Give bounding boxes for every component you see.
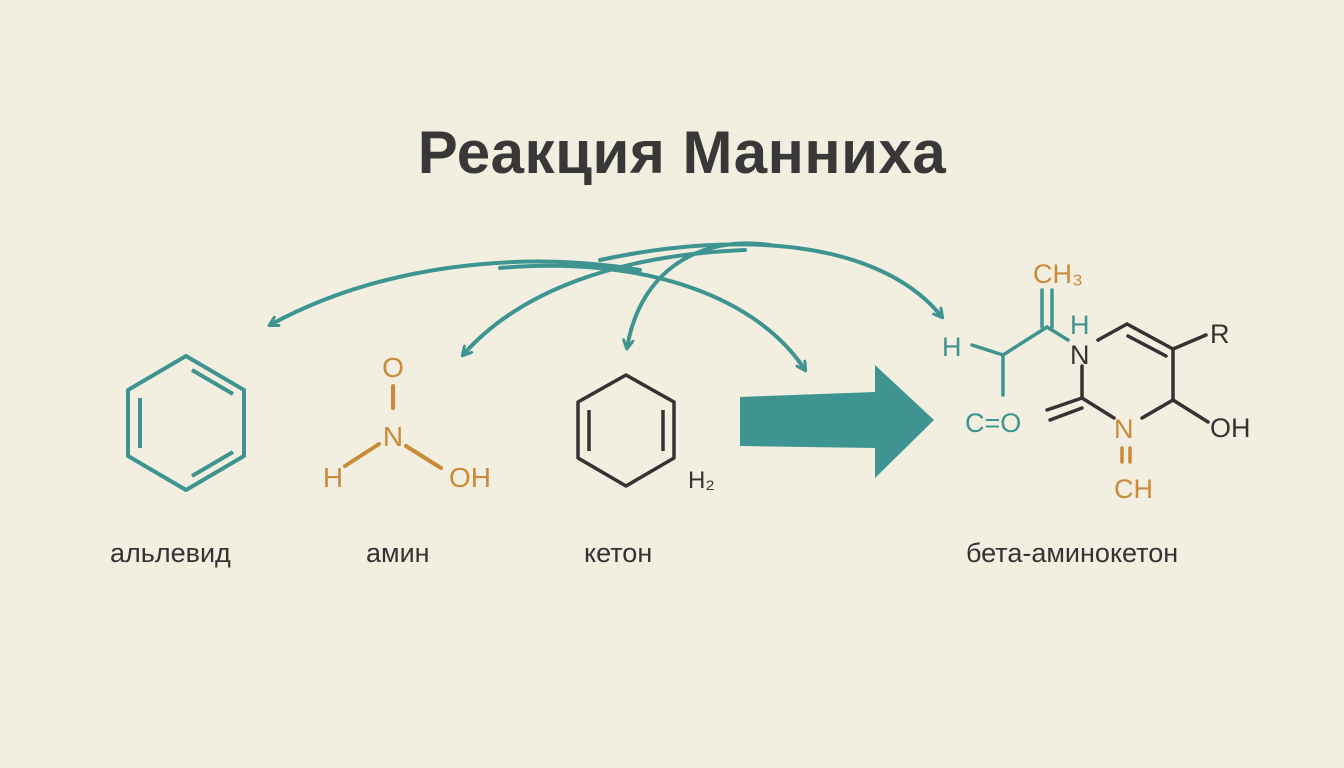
product-h-on-n-label: H	[1070, 310, 1090, 340]
product-label: бета-аминокетон	[966, 538, 1179, 568]
product-n-top-label: N	[1070, 340, 1090, 370]
amine-nitrogen-label: N	[383, 421, 403, 452]
product-h-label: H	[942, 332, 962, 362]
product-ch-label: CH	[1114, 474, 1153, 504]
curved-arrows	[270, 241, 942, 370]
ketone-label: кетон	[584, 538, 653, 568]
amine-oxygen-label: O	[382, 352, 404, 383]
product-ch3-label: CH₃	[1033, 259, 1083, 289]
product-n-mid-label: N	[1114, 414, 1134, 444]
benzene-ring-structure	[126, 354, 246, 492]
product-oh-label: OH	[1210, 413, 1251, 443]
ketone-h2-label: H₂	[688, 467, 715, 494]
product-r-label: R	[1210, 319, 1230, 349]
aldehyde-label: альлевид	[110, 538, 231, 568]
amine-structure: O N H OH	[323, 352, 491, 493]
amine-hydroxyl-label: OH	[449, 462, 491, 493]
reaction-arrow	[740, 365, 934, 478]
amine-hydrogen-label: H	[323, 462, 343, 493]
amine-label: амин	[366, 538, 430, 568]
arrow-to-main-arrow	[498, 263, 805, 370]
arrow-to-product	[598, 242, 942, 317]
product-structure: CH₃ H H N R C=O N OH CH	[942, 259, 1251, 504]
arrow-to-aldehyde	[270, 259, 642, 325]
page-title: Реакция Манниха	[417, 119, 947, 186]
ketone-structure: H₂	[576, 373, 715, 494]
product-carbonyl-label: C=O	[965, 408, 1021, 438]
